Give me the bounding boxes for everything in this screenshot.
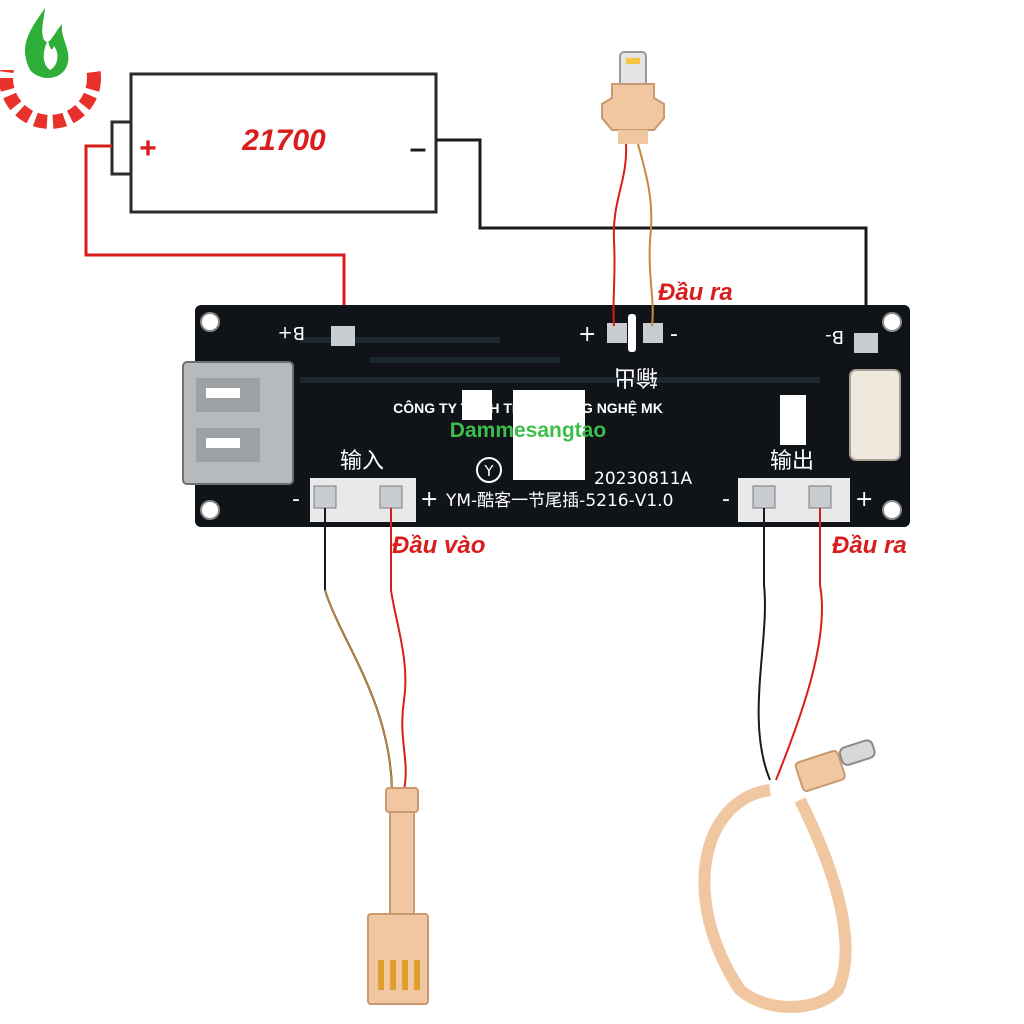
pcb-logo-mark (476, 457, 502, 483)
wire-output-red (775, 508, 823, 781)
battery-plus-sign: + (139, 132, 157, 165)
pad-b-minus (854, 333, 878, 353)
top-plus-label: + (578, 322, 596, 347)
model-line: YM-酷客一节尾插-5216-V1.0 (445, 491, 673, 511)
usb-a-connector (367, 787, 429, 1005)
battery-connector (849, 369, 901, 461)
pad-b-minus-label: B- (825, 326, 844, 347)
wire-input-red (390, 508, 407, 791)
wire-battery-minus (436, 138, 868, 338)
label-input: Đầu vào (392, 532, 485, 559)
label-top-output: Đầu ra (658, 279, 733, 306)
top-chinese-label: 输出 (614, 364, 658, 389)
company-watermark: CÔNG TY TNHH TM DV CÔNG NGHỆ MK (393, 399, 663, 416)
wire-input-black (324, 508, 393, 791)
pad-b-plus (331, 326, 355, 346)
pad-top-minus (643, 323, 663, 343)
pad-output-plus (808, 485, 832, 509)
pcb-board: B+ B- + - 输出 输入 输出 - + - + Y 20230811A Y… (182, 305, 910, 527)
output-chinese-label: 输出 (770, 449, 814, 474)
pad-input-plus (379, 485, 403, 509)
label-right-output: Đầu ra (832, 532, 907, 559)
wire-output-black (757, 508, 771, 781)
pad-top-plus (607, 323, 627, 343)
input-plus-label: + (420, 487, 438, 512)
pad-b-plus-label: B+ (278, 322, 305, 343)
usb-c-connector (698, 739, 876, 1013)
date-code: 20230811A (594, 469, 693, 489)
pad-output-minus (752, 485, 776, 509)
input-chinese-label: 输入 (340, 449, 384, 474)
lightning-connector (601, 51, 665, 144)
wire-lightning-black (637, 143, 654, 327)
brand-logo (0, 0, 101, 129)
battery-21700: 21700 + – (110, 72, 438, 214)
wire-battery-plus (84, 144, 346, 335)
brand-watermark: Dammesangtao (450, 419, 606, 442)
top-minus-label: - (670, 322, 678, 347)
output-minus-label: - (722, 487, 730, 512)
pcb-logo-letter: Y (483, 462, 494, 480)
input-minus-label: - (292, 487, 300, 512)
pad-input-minus (313, 485, 337, 509)
usb-port (182, 361, 294, 485)
output-plus-label: + (855, 487, 873, 512)
battery-minus-sign: – (410, 132, 427, 165)
battery-model: 21700 (241, 124, 326, 157)
wire-lightning-red (612, 143, 628, 327)
